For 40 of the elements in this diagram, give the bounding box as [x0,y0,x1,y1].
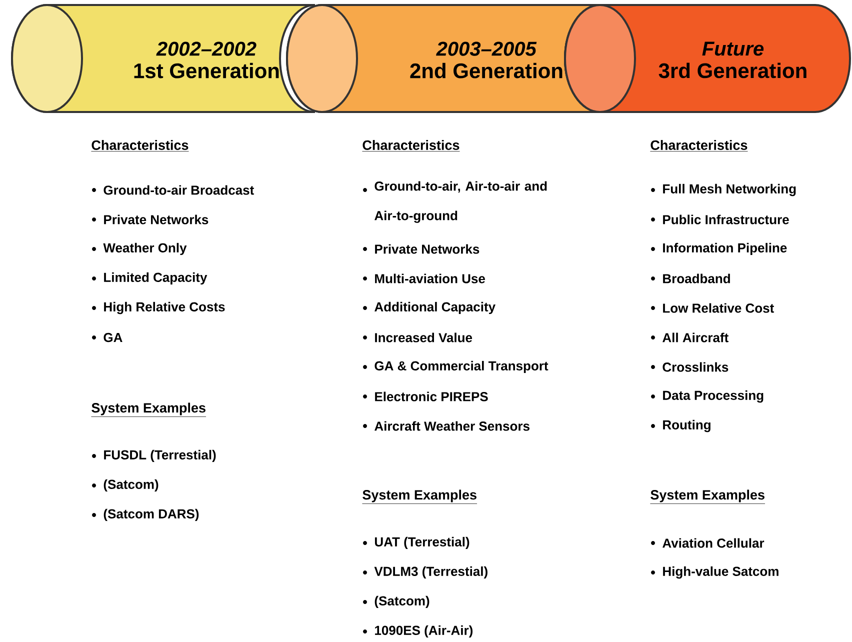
list-item: GA [104,332,122,342]
list-item: Routing [663,420,710,432]
list-item: Increased Value [375,332,472,342]
list-item: Broadband [663,274,730,284]
cylinder: 2002–2002 1st Generation [11,4,316,113]
list-item: Private Networks [375,244,480,254]
list-item: Multi-aviation Use [375,274,485,284]
list-item: Limited Capacity [104,272,208,285]
list-item: Weather Only [103,242,187,256]
list-item: Crosslinks [662,362,728,372]
list-item: Ground-to-air, Air-to-air and Air-to-ground [374,181,547,223]
section-heading: System Examples [650,490,766,504]
list-item: Electronic PIREPS [375,392,488,402]
cylinder: Future 3rd Generation [564,4,851,113]
section-heading: Characteristics [650,140,748,152]
section-heading: System Examples [362,490,478,504]
list-item: (Satcom DARS) [104,508,199,522]
list-item: Full Mesh Networking [663,184,796,196]
list-item: GA & Commercial Transport [374,360,548,374]
section-heading: System Examples [91,402,206,417]
list-item: Data Processing [663,390,764,403]
list-item: (Satcom) [104,479,158,492]
section-heading: Characteristics [362,140,460,152]
list-item: VDLM3 (Terrestial) [374,566,488,579]
list-item: Public Infrastructure [663,214,789,224]
list-item: High-value Satcom [663,566,778,579]
list-item: Aviation Cellular [662,538,764,548]
list-item: All Aircraft [662,332,728,342]
list-item: Low Relative Cost [663,303,774,313]
list-item: Additional Capacity [374,302,496,314]
list-item: Information Pipeline [663,242,787,256]
list-item: UAT (Terrestial) [375,536,470,550]
section-heading: Characteristics [91,140,189,152]
list-item: 1090ES (Air-Air) [375,625,473,638]
list-item: Aircraft Weather Sensors [374,421,530,431]
list-item: (Satcom) [374,596,430,608]
list-item: Ground-to-air Broadcast [104,185,254,195]
list-item: High Relative Costs [104,302,225,314]
list-item: FUSDL (Terrestial) [104,450,216,462]
list-item: Private Networks [104,214,208,224]
